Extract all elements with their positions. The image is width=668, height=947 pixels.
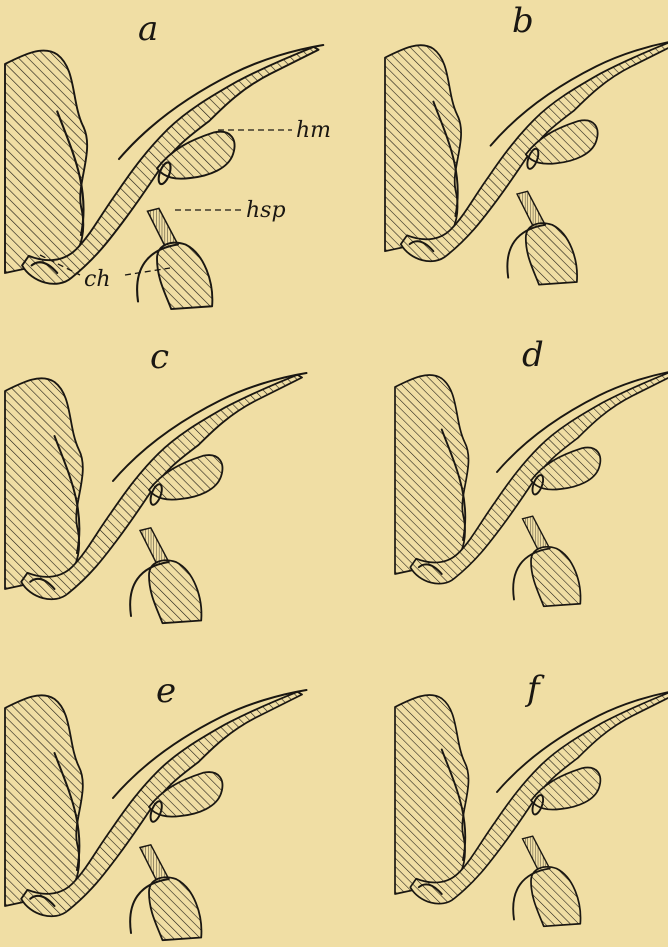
panel-e-drawing bbox=[5, 690, 307, 940]
panel-c-drawing bbox=[5, 373, 307, 623]
panel-e: e bbox=[5, 671, 307, 940]
panel-d: d bbox=[395, 335, 668, 606]
panel-c: c bbox=[5, 337, 307, 623]
panel-b: b bbox=[385, 1, 668, 285]
panel-d-drawing bbox=[395, 370, 668, 606]
panel-f-drawing bbox=[395, 690, 668, 926]
callout-hsp: hsp bbox=[175, 198, 286, 223]
callout-hm: hm bbox=[218, 118, 331, 143]
callout-hm-label: hm bbox=[296, 118, 331, 143]
panel-letter-d: d bbox=[522, 335, 544, 375]
panel-letter-a: a bbox=[138, 9, 158, 49]
panel-letter-e: e bbox=[156, 671, 176, 711]
panel-b-drawing bbox=[385, 40, 668, 285]
callout-ch-label: ch bbox=[84, 267, 111, 292]
panel-letter-b: b bbox=[512, 1, 534, 41]
panel-f: f bbox=[395, 669, 668, 926]
panel-letter-f: f bbox=[524, 669, 545, 709]
panel-letter-c: c bbox=[150, 337, 169, 377]
panel-a-drawing bbox=[5, 45, 323, 309]
panel-a: a hm hsp ch bbox=[5, 9, 331, 309]
callout-hsp-label: hsp bbox=[246, 198, 286, 223]
